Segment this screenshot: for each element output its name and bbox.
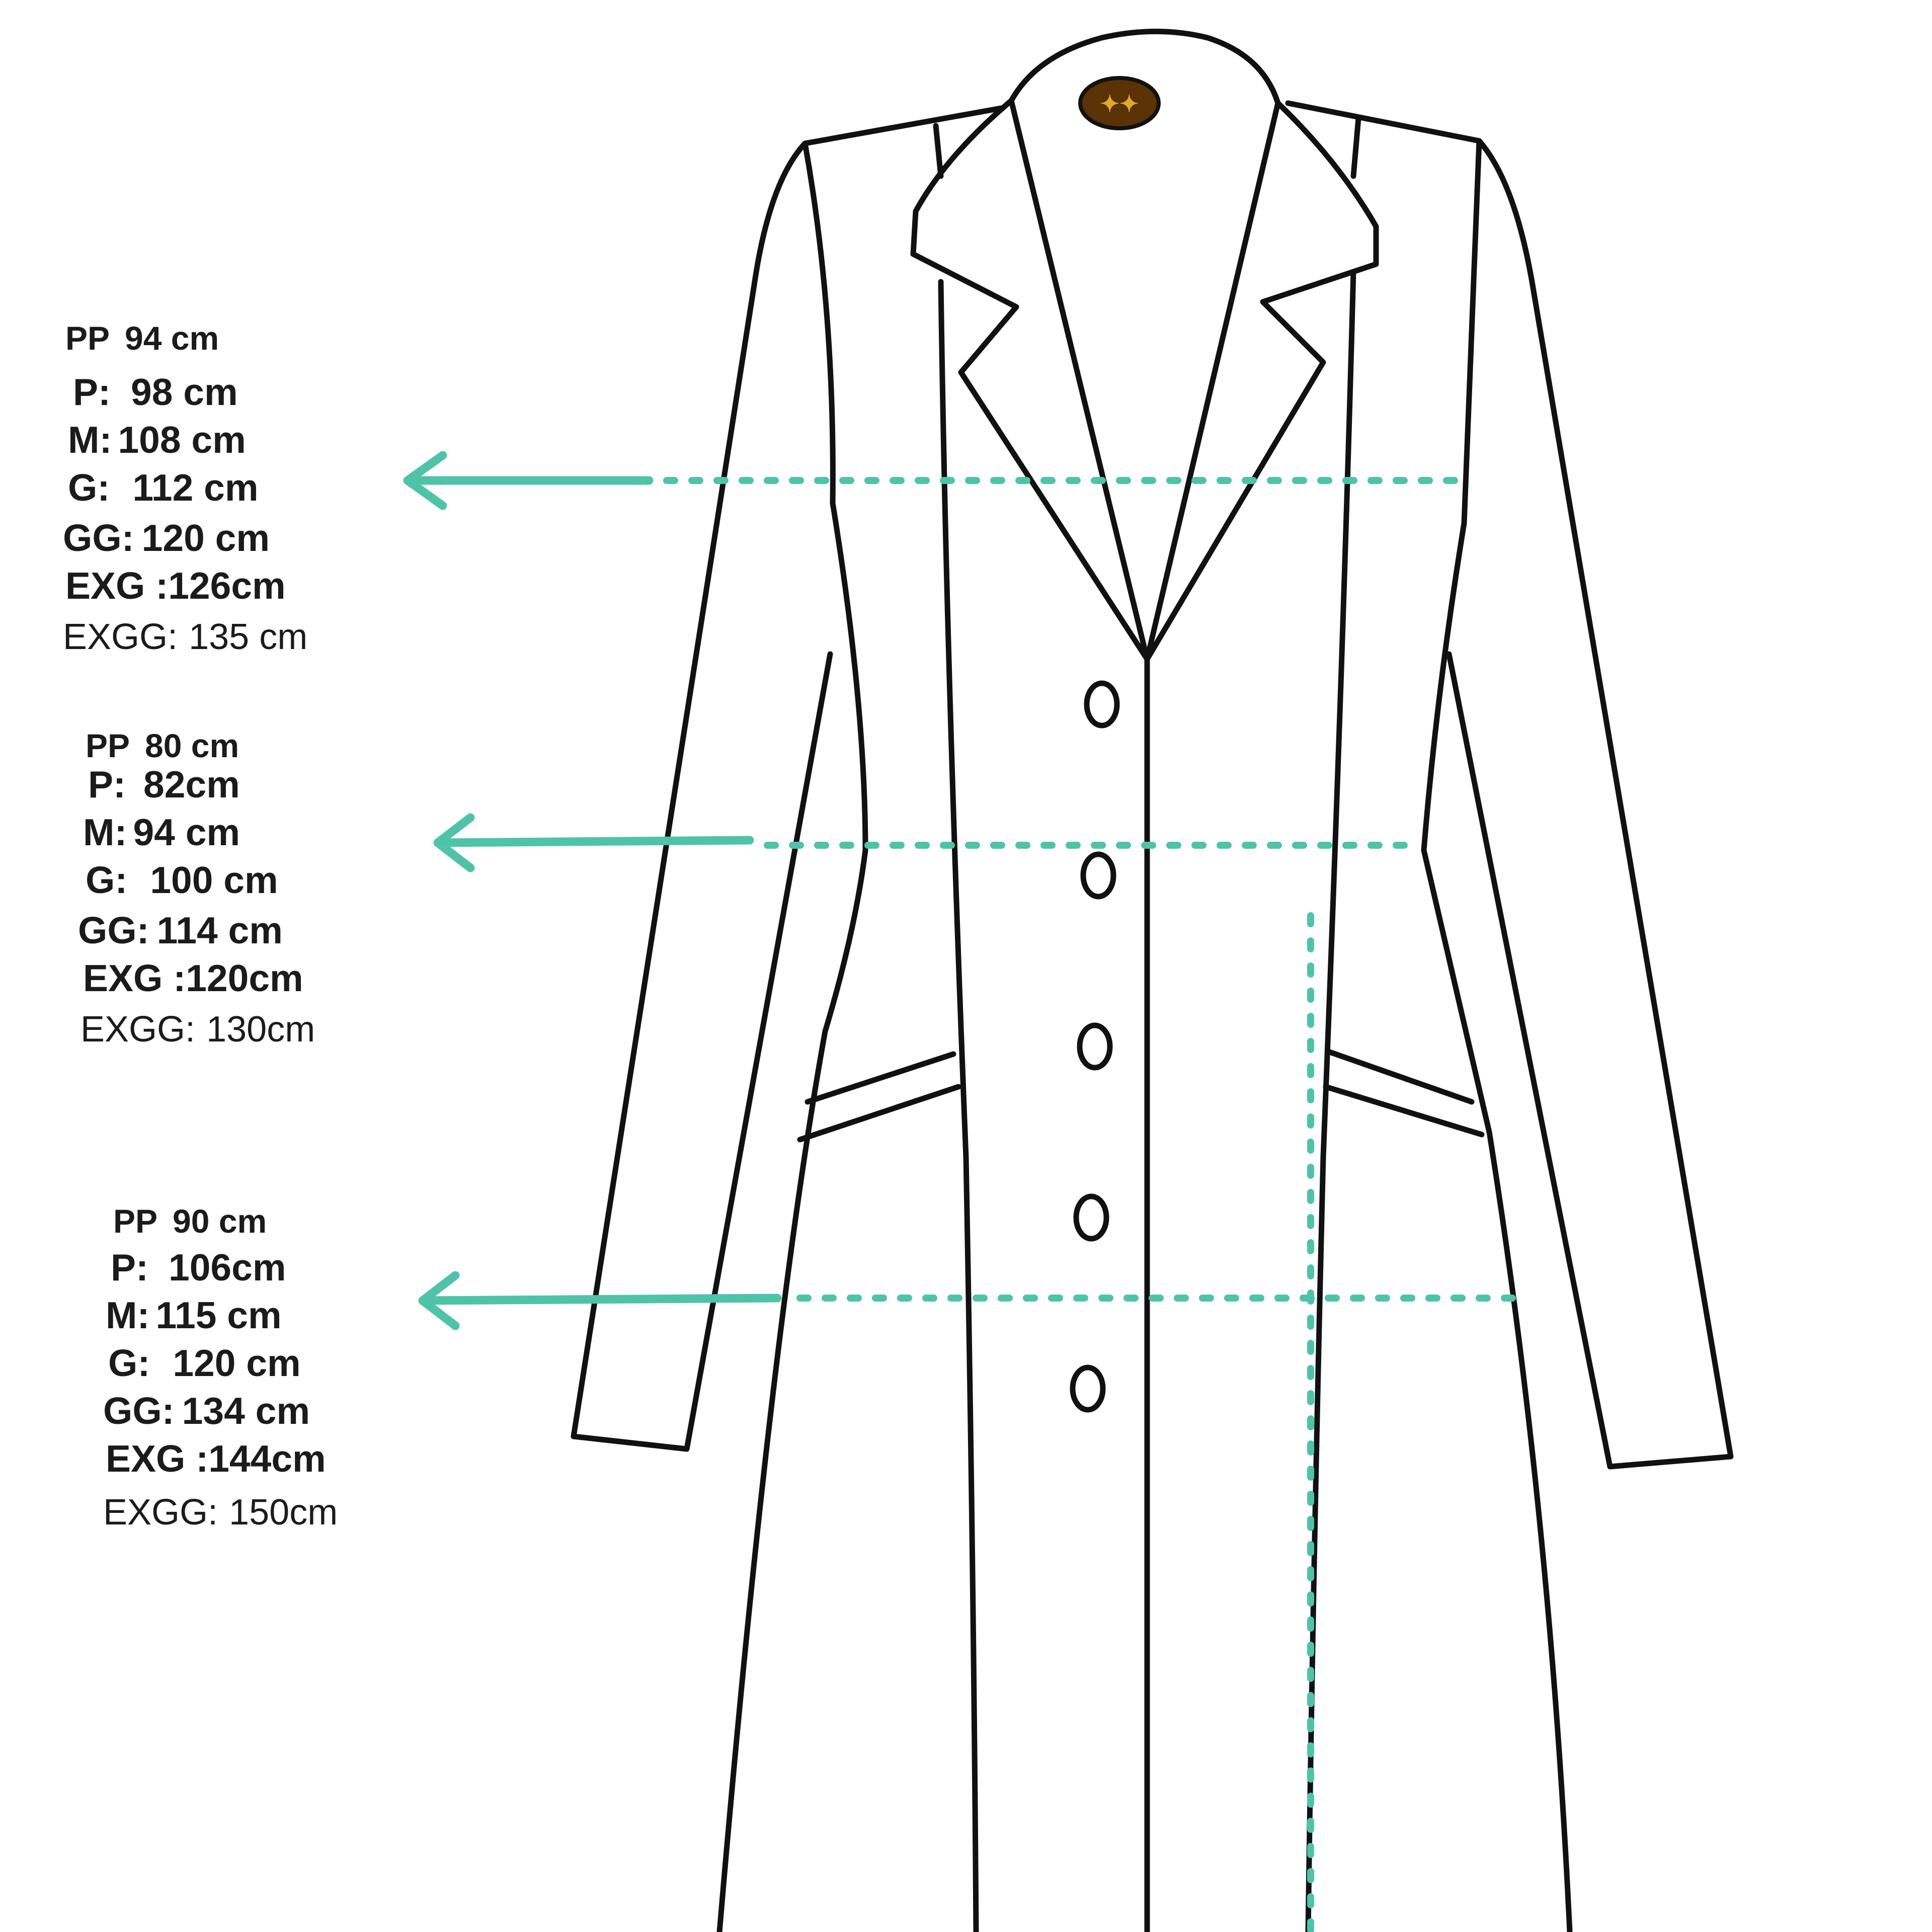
size-line: EXGG:135 cm: [63, 617, 307, 657]
size-line: M:94 cm: [83, 811, 240, 853]
size-line: P:106cm: [111, 1246, 286, 1289]
size-line: P:82cm: [88, 763, 240, 806]
right-sleeve-inner: [1421, 138, 1573, 1932]
size-line: EXGG:150cm: [103, 1492, 338, 1533]
coat-outline: [571, 29, 1734, 1932]
left-sleeve-inner: [716, 140, 868, 1932]
waist-arrow-icon: [433, 813, 754, 872]
right-princess-seam: [1305, 115, 1361, 1932]
hip-arrow-icon: [418, 1271, 782, 1330]
collar-label-icon: ✦✦: [1078, 76, 1161, 130]
button-5: [1070, 1364, 1106, 1413]
button-3: [1077, 1022, 1113, 1071]
right-sleeve-outer: [1285, 100, 1734, 1470]
left-sleeve-outer: [571, 105, 1004, 1452]
button-1: [1084, 680, 1120, 729]
button-2: [1080, 851, 1116, 900]
size-line: EXG :126cm: [65, 565, 286, 607]
left-pocket: [797, 1051, 961, 1143]
right-lapel: [1144, 100, 1379, 662]
left-princess-seam: [933, 123, 979, 1932]
collar-stand: [1008, 98, 1281, 662]
size-line: GG:120 cm: [63, 517, 270, 559]
size-line: G:112 cm: [68, 466, 259, 509]
size-line: G:120 cm: [108, 1342, 301, 1384]
size-line: EXG :144cm: [106, 1437, 326, 1480]
right-pocket: [1323, 1049, 1485, 1138]
button-4: [1073, 1193, 1109, 1242]
size-line: M:108 cm: [68, 419, 246, 461]
size-line: EXGG:130cm: [80, 1009, 315, 1050]
chest-arrow-icon: [403, 451, 654, 510]
size-line: M:115 cm: [106, 1294, 282, 1336]
svg-text:✦✦: ✦✦: [1100, 91, 1139, 117]
collar-back: [1008, 29, 1281, 106]
size-line: G:100 cm: [86, 859, 278, 901]
left-lapel: [910, 98, 1150, 662]
size-line: GG:134 cm: [103, 1390, 310, 1432]
size-line: GG:114 cm: [78, 909, 283, 951]
size-line: P:98 cm: [73, 371, 238, 413]
measurement-guides: [403, 451, 1518, 1932]
size-line: EXG :120cm: [83, 957, 303, 999]
